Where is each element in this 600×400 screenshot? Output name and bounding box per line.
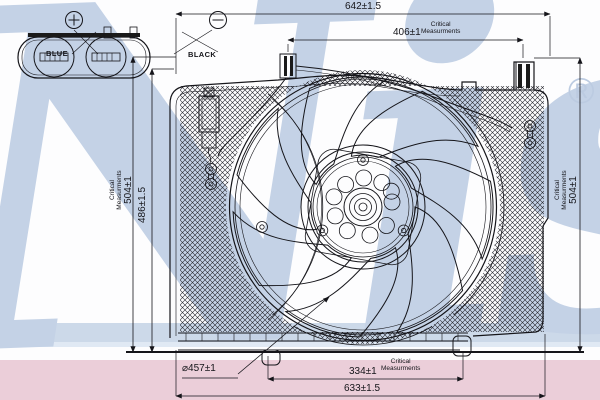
plug-connector-detail — [17, 11, 227, 79]
plus-terminal-icon — [65, 11, 83, 29]
hub-bolts — [256, 154, 410, 237]
mounting-bolt-icon-right — [524, 120, 536, 149]
background-stripe-blue-light — [0, 342, 600, 347]
mounting-bolt-icon-left — [205, 163, 217, 190]
wiring-harness — [217, 65, 513, 157]
shroud-hatch-area — [180, 70, 544, 344]
fan-hub — [256, 144, 426, 270]
dimension-lines — [126, 11, 584, 399]
shroud-funnel-arcs — [267, 93, 505, 346]
fan-outer-ring — [228, 72, 498, 342]
fan-blades — [232, 76, 494, 338]
resistor-connector-box — [198, 87, 220, 164]
